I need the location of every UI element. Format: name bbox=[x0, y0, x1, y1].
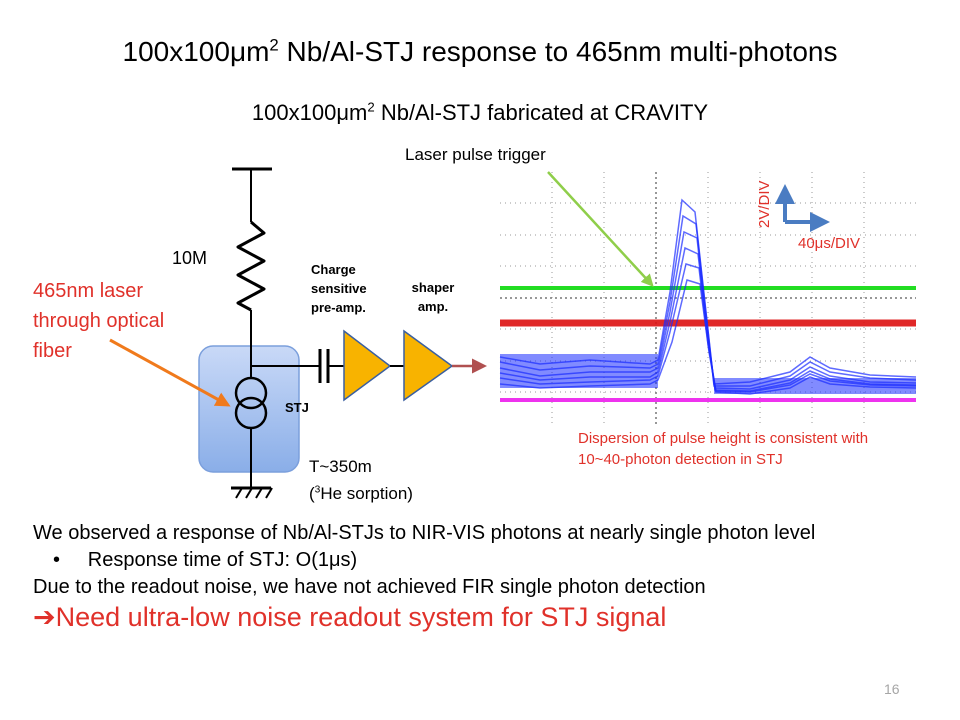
slide-title: 100x100μm2 Nb/Al-STJ response to 465nm m… bbox=[122, 35, 838, 67]
trigger-arrow bbox=[547, 171, 654, 287]
arrow-icon: ➔ bbox=[33, 602, 56, 632]
bullet-item: • Response time of STJ: O(1μs) bbox=[53, 549, 358, 571]
dispersion-note: Dispersion of pulse height is consistent… bbox=[578, 430, 869, 468]
body-text: We observed a response of Nb/Al-STJs to … bbox=[33, 520, 933, 631]
shaper-amp-label: shaper amp. bbox=[411, 280, 455, 314]
slide-subtitle: 100x100μm2 Nb/Al-STJ fabricated at CRAVI… bbox=[251, 99, 709, 125]
charge-amp-label: Charge sensitive pre-amp. bbox=[311, 262, 367, 315]
bullet-dot: • bbox=[53, 549, 88, 571]
trigger-label: Laser pulse trigger bbox=[405, 145, 546, 164]
laser-label: 465nm laser through optical fiber bbox=[33, 280, 165, 362]
stj-symbol bbox=[234, 376, 268, 410]
body-line-2: Due to the readout noise, we have not ac… bbox=[33, 576, 706, 598]
stj-label: STJ bbox=[285, 400, 309, 415]
page-number: 16 bbox=[884, 681, 900, 697]
resistor-symbol bbox=[236, 220, 266, 312]
resistor-label: 10M bbox=[172, 248, 208, 268]
charge-amp-symbol bbox=[343, 329, 392, 402]
shaper-amp-symbol bbox=[403, 329, 454, 402]
oscilloscope-trace bbox=[499, 172, 917, 424]
horizontal-scale-label: 40μs/DIV bbox=[798, 235, 860, 252]
vertical-scale-label: 2V/DIV bbox=[756, 180, 773, 228]
laser-arrow bbox=[109, 338, 231, 407]
temperature-label: T~350m(3He sorption) bbox=[309, 457, 413, 503]
conclusion: ➔Need ultra-low noise readout system for… bbox=[33, 602, 667, 632]
body-line-1: We observed a response of Nb/Al-STJs to … bbox=[33, 522, 816, 544]
